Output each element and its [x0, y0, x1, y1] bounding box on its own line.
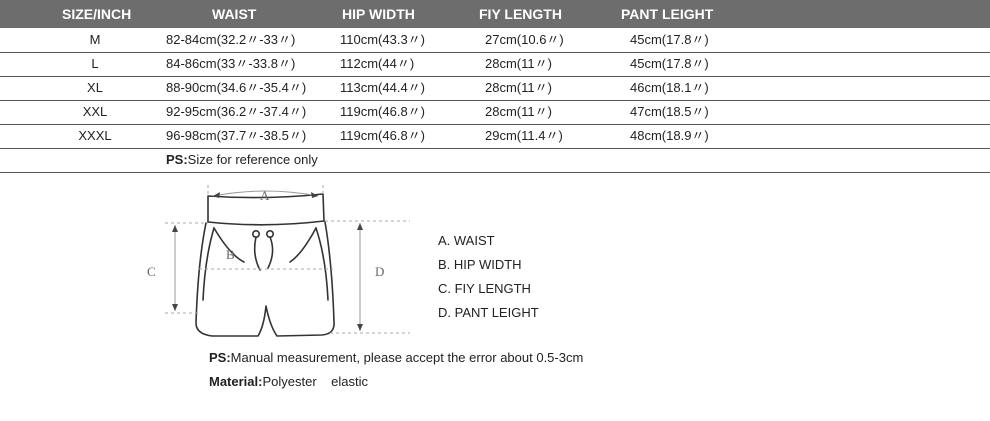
cell-hip: 112cm(44〃) — [340, 56, 415, 71]
cell-hip: 113cm(44.4〃) — [340, 80, 426, 95]
legend-item: C. FIY LENGTH — [438, 281, 531, 296]
cell-fiy: 27cm(10.6〃) — [485, 32, 564, 47]
table-row: XL 88-90cm(34.6〃-35.4〃) 113cm(44.4〃) 28c… — [0, 76, 990, 101]
cell-size: XXXL — [78, 128, 112, 143]
cell-pant: 45cm(17.8〃) — [630, 32, 709, 47]
material-note: Material:Polyester elastic — [209, 374, 368, 389]
ps-label: PS: — [209, 350, 231, 365]
cell-size: L — [91, 56, 99, 71]
cell-size: M — [89, 32, 101, 47]
dimension-arrows — [172, 192, 363, 331]
legend-item: D. PANT LEIGHT — [438, 305, 539, 320]
cell-fiy: 28cm(11〃) — [485, 104, 552, 119]
cell-pant: 46cm(18.1〃) — [630, 80, 709, 95]
header-fiy: FIY LENGTH — [479, 6, 562, 22]
table-row: XXL 92-95cm(36.2〃-37.4〃) 119cm(46.8〃) 28… — [0, 100, 990, 125]
header-waist: WAIST — [212, 6, 257, 22]
header-size: SIZE/INCH — [62, 6, 132, 22]
cell-waist: 92-95cm(36.2〃-37.4〃) — [166, 104, 307, 119]
cell-pant: 47cm(18.5〃) — [630, 104, 709, 119]
ps-text: Manual measurement, please accept the er… — [230, 350, 584, 365]
label-a: A — [260, 188, 270, 203]
material-label: Material: — [209, 374, 263, 389]
legend-item: B. HIP WIDTH — [438, 257, 522, 272]
note-label: PS: — [166, 152, 188, 167]
cell-hip: 110cm(43.3〃) — [340, 32, 426, 47]
size-table-header: SIZE/INCH WAIST HIP WIDTH FIY LENGTH PAN… — [0, 0, 990, 28]
note-text: Size for reference only — [187, 152, 318, 167]
table-row: XXXL 96-98cm(37.7〃-38.5〃) 119cm(46.8〃) 2… — [0, 124, 990, 149]
label-b: B — [226, 247, 235, 262]
measurement-legend: A. WAIST B. HIP WIDTH C. FIY LENGTH D. P… — [438, 230, 539, 326]
size-note: PS:Size for reference only — [166, 148, 318, 172]
material-text: Polyester elastic — [262, 374, 368, 389]
cell-pant: 45cm(17.8〃) — [630, 56, 709, 71]
cell-waist: 88-90cm(34.6〃-35.4〃) — [166, 80, 307, 95]
cell-hip: 119cm(46.8〃) — [340, 128, 426, 143]
cell-waist: 82-84cm(32.2〃-33〃) — [166, 32, 296, 47]
cell-waist: 84-86cm(33〃-33.8〃) — [166, 56, 296, 71]
cell-fiy: 28cm(11〃) — [485, 80, 552, 95]
label-c: C — [147, 264, 156, 279]
cell-waist: 96-98cm(37.7〃-38.5〃) — [166, 128, 307, 143]
shorts-outline — [195, 193, 335, 337]
dimension-lines — [174, 190, 361, 331]
header-pant: PANT LEIGHT — [621, 6, 714, 22]
legend-item: A. WAIST — [438, 233, 495, 248]
table-row: M 82-84cm(32.2〃-33〃) 110cm(43.3〃) 27cm(1… — [0, 28, 990, 53]
measure-guides — [165, 185, 410, 334]
table-row: L 84-86cm(33〃-33.8〃) 112cm(44〃) 28cm(11〃… — [0, 52, 990, 77]
table-note-row: PS:Size for reference only — [0, 148, 990, 173]
header-hip: HIP WIDTH — [342, 6, 415, 22]
cell-size: XL — [87, 80, 103, 95]
cell-hip: 119cm(46.8〃) — [340, 104, 426, 119]
cell-pant: 48cm(18.9〃) — [630, 128, 709, 143]
label-d: D — [375, 264, 384, 279]
cell-size: XXL — [82, 104, 108, 119]
cell-fiy: 28cm(11〃) — [485, 56, 552, 71]
measurement-note: PS:Manual measurement, please accept the… — [209, 350, 583, 365]
cell-fiy: 29cm(11.4〃) — [485, 128, 563, 143]
